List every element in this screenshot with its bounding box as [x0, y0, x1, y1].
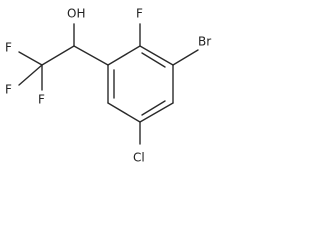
- hydroxyl-label: OH: [67, 7, 85, 21]
- bond-cf3-f1: [18, 51, 43, 66]
- bond-cf3-f2: [18, 64, 43, 86]
- ring-double-bond-b: [141, 52, 166, 68]
- trifluoro-f3-label: F: [38, 93, 45, 107]
- ring-bond-2-3: [139, 45, 174, 66]
- bromine-label: Br: [198, 35, 211, 49]
- bond-ring-br: [172, 49, 199, 66]
- bond-cf3-carbinol: [41, 45, 75, 66]
- chlorine-label: Cl: [133, 151, 145, 165]
- chemical-structure-diagram: OH F F F F Br Cl: [5, 7, 211, 165]
- ring-bond-4-5: [139, 102, 174, 123]
- bond-carbinol-ring: [73, 45, 109, 66]
- ring-bond-5-6: [107, 102, 141, 123]
- trifluoro-f1-label: F: [5, 41, 12, 55]
- trifluoro-f2-label: F: [5, 83, 12, 97]
- ring-fluorine-label: F: [136, 7, 143, 21]
- ring-double-bond-c: [141, 100, 166, 116]
- ring-bond-1-2: [107, 45, 141, 66]
